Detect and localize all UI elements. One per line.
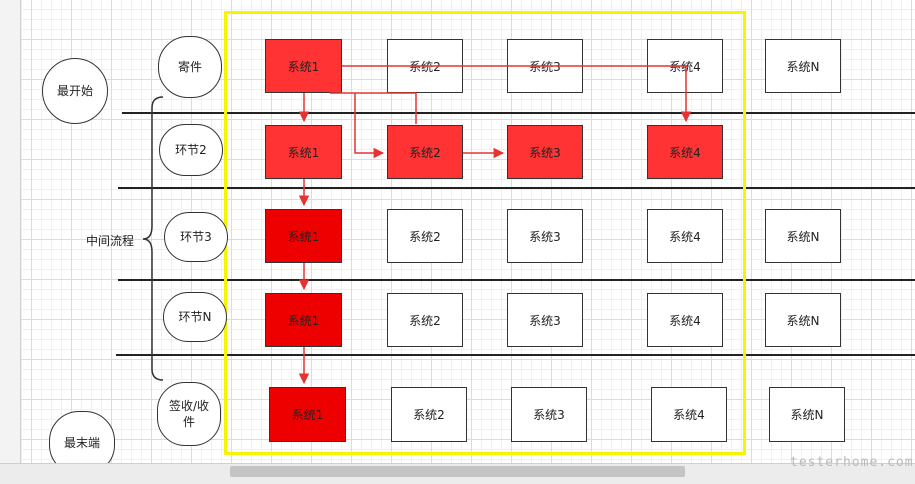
- row4-system-1[interactable]: 系统1: [265, 293, 342, 347]
- box-label: 系统4: [673, 408, 705, 422]
- row2-system-1[interactable]: 系统1: [265, 125, 342, 179]
- stage-pill-2[interactable]: 环节2: [159, 124, 223, 176]
- row1-system-n[interactable]: 系统N: [765, 39, 841, 93]
- stage-label-2: 环节2: [175, 143, 207, 157]
- box-label: 系统1: [287, 59, 320, 74]
- stage-label-5a: 签收/收: [168, 399, 210, 413]
- box-label: 系统1: [291, 408, 324, 422]
- row3-system-3[interactable]: 系统3: [507, 209, 583, 263]
- box-label: 系统N: [790, 408, 824, 422]
- watermark: testerhome.com: [790, 455, 914, 470]
- row5-system-1[interactable]: 系统1: [269, 387, 346, 442]
- box-label: 系统N: [786, 59, 820, 74]
- row1-system-1[interactable]: 系统1: [265, 39, 342, 93]
- box-label: 系统4: [669, 59, 701, 74]
- stage-label-4: 环节N: [178, 310, 212, 324]
- box-label: 系统2: [409, 229, 441, 244]
- box-label: 系统2: [409, 59, 441, 74]
- stage-pill-3[interactable]: 环节3: [164, 212, 228, 262]
- box-label: 系统3: [529, 229, 561, 244]
- row3-system-4[interactable]: 系统4: [647, 209, 723, 263]
- middle-process-label: 中间流程: [86, 234, 135, 248]
- box-label: 系统2: [409, 313, 441, 328]
- start-node[interactable]: 最开始: [42, 58, 108, 124]
- row5-system-2[interactable]: 系统2: [391, 387, 467, 442]
- row1-system-3[interactable]: 系统3: [507, 39, 583, 93]
- stage-label-1: 寄件: [177, 60, 202, 74]
- box-label: 系统1: [287, 145, 320, 160]
- box-label: 系统1: [287, 229, 320, 244]
- row4-system-4[interactable]: 系统4: [647, 293, 723, 347]
- box-label: 系统1: [287, 313, 320, 328]
- row4-system-n[interactable]: 系统N: [765, 293, 841, 347]
- end-label: 最末端: [63, 436, 100, 450]
- stage-pill-4[interactable]: 环节N: [163, 292, 227, 342]
- box-label: 系统N: [786, 313, 820, 328]
- box-label: 系统4: [669, 145, 701, 160]
- box-label: 系统3: [529, 59, 561, 74]
- row2-system-2[interactable]: 系统2: [387, 125, 463, 179]
- stage-label-5b: 件: [182, 415, 195, 429]
- row5-system-n[interactable]: 系统N: [769, 387, 845, 442]
- box-label: 系统3: [529, 313, 561, 328]
- left-ruler: [0, 0, 21, 463]
- row1-system-2[interactable]: 系统2: [387, 39, 463, 93]
- box-label: 系统3: [529, 145, 561, 160]
- row2-system-4[interactable]: 系统4: [647, 125, 723, 179]
- box-label: 系统3: [533, 408, 565, 422]
- stage-pill-5[interactable]: 签收/收 件: [157, 382, 221, 446]
- lane-separator-4: [116, 354, 915, 356]
- row4-system-3[interactable]: 系统3: [507, 293, 583, 347]
- row3-system-1[interactable]: 系统1: [265, 209, 342, 263]
- box-label: 系统4: [669, 313, 701, 328]
- horizontal-scrollbar-thumb[interactable]: [230, 466, 685, 477]
- row4-system-2[interactable]: 系统2: [387, 293, 463, 347]
- stage-label-3: 环节3: [180, 230, 212, 244]
- row3-system-n[interactable]: 系统N: [765, 209, 841, 263]
- box-label: 系统4: [669, 229, 701, 244]
- box-label: 系统2: [409, 145, 441, 160]
- row5-system-4[interactable]: 系统4: [651, 387, 727, 442]
- row5-system-3[interactable]: 系统3: [511, 387, 587, 442]
- lane-separator-3: [118, 279, 915, 281]
- lane-separator-2: [118, 187, 915, 189]
- row3-system-2[interactable]: 系统2: [387, 209, 463, 263]
- row1-system-4[interactable]: 系统4: [647, 39, 723, 93]
- box-label: 系统2: [413, 408, 445, 422]
- box-label: 系统N: [786, 229, 820, 244]
- stage-pill-1[interactable]: 寄件: [158, 36, 222, 98]
- start-label: 最开始: [56, 84, 93, 98]
- row2-system-3[interactable]: 系统3: [507, 125, 583, 179]
